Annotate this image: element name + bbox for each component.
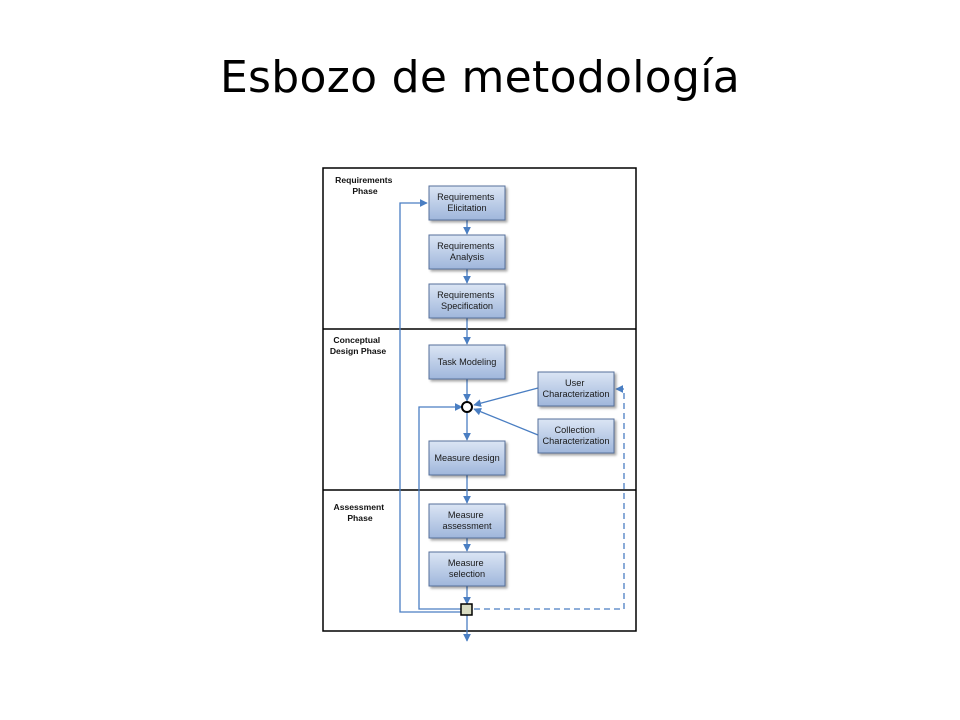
- loop-back-to-merge: [418, 403, 463, 610]
- step-measure-design: Measure design: [428, 440, 506, 476]
- phase-label-assessment: Assessment Phase: [333, 502, 386, 523]
- arrow-collection-char-to-merge: [473, 408, 539, 436]
- svg-text:Task Modeling: Task Modeling: [438, 357, 497, 367]
- decision-node: [460, 603, 473, 616]
- loop-back-to-elicitation: [399, 199, 461, 613]
- loop-back-to-user-characterization: [474, 385, 625, 610]
- svg-text:Requirements Elicitation: Requirements Elicitation: [437, 192, 497, 213]
- phase-label-requirements: Requirements Phase: [335, 175, 395, 196]
- connectors: [399, 199, 625, 642]
- step-task-modeling: Task Modeling: [428, 344, 506, 380]
- step-measure-selection: Measure selection: [428, 551, 506, 587]
- arrow-user-char-to-merge: [473, 387, 539, 407]
- svg-text:User Characterization: User Characterization: [543, 378, 610, 399]
- svg-text:Requirements Specificati: Requirements Specification: [437, 290, 497, 311]
- step-requirements-analysis: Requirements Analysis: [428, 234, 506, 270]
- slide-title: Esbozo de metodología: [219, 52, 741, 103]
- svg-text:Measure design: Measure design: [434, 453, 499, 463]
- step-requirements-elicitation: Requirements Elicitation: [428, 185, 506, 221]
- phase-label-conceptual-design: Conceptual Design Phase: [330, 335, 387, 356]
- svg-text:Collection Characterizat: Collection Characterization: [543, 425, 610, 446]
- svg-text:Measure assessment: Measure assessment: [442, 510, 491, 531]
- step-requirements-specification: Requirements Specification: [428, 283, 506, 319]
- merge-node: [461, 401, 473, 413]
- svg-text:Requirements Analysis: Requirements Analysis: [437, 241, 497, 262]
- methodology-diagram: Requirements Phase Conceptual Design Pha…: [322, 167, 637, 642]
- step-user-characterization: User Characterization: [537, 371, 615, 407]
- svg-text:Measure selection: Measure selection: [448, 558, 486, 579]
- step-collection-characterization: Collection Characterization: [537, 418, 615, 454]
- step-measure-assessment: Measure assessment: [428, 503, 506, 539]
